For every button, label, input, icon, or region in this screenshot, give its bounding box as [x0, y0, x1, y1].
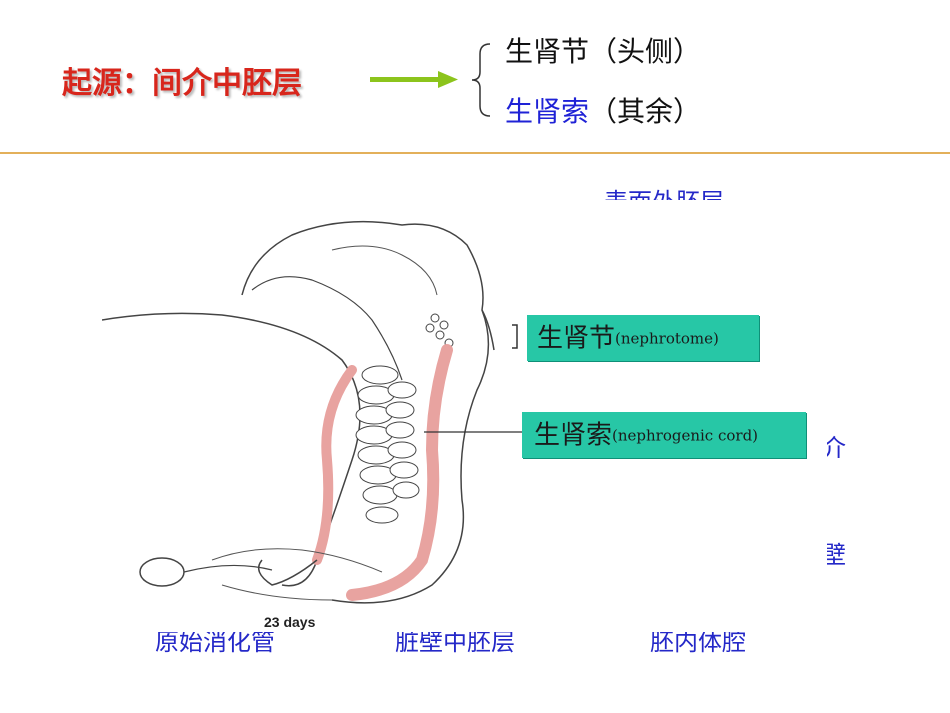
- branch-name: 生肾索: [505, 95, 590, 128]
- nephrotome-label: 生肾节(nephrotome): [527, 315, 759, 361]
- branch-name: 生肾节: [505, 35, 590, 68]
- divider: [0, 152, 950, 154]
- arrow-right-icon: [370, 71, 458, 88]
- origin-title: 起源：间介中胚层: [62, 66, 302, 101]
- branch-nephrotome: 生肾节（头侧）: [505, 30, 701, 70]
- branch-note: （其余）: [589, 95, 702, 128]
- bg-label-splanchnic-mesoderm: 脏壁中胚层: [395, 628, 515, 656]
- nephrogenic-cord-label: 生肾索(nephrogenic cord): [522, 412, 806, 458]
- label-zh: 生肾节: [537, 323, 616, 354]
- brace-icon: [471, 43, 491, 117]
- embryo-illustration: [102, 220, 522, 604]
- label-zh: 生肾索: [534, 420, 613, 451]
- bg-label-primitive-gut: 原始消化管: [155, 628, 275, 656]
- branch-nephrogenic-cord: 生肾索（其余）: [505, 90, 701, 130]
- embryo-figure: 生肾节(nephrotome) 生肾索(nephrogenic cord) 23…: [102, 200, 827, 632]
- label-en: (nephrotome): [615, 329, 719, 348]
- branch-note: （头侧）: [589, 35, 702, 68]
- figure-caption: 23 days: [264, 614, 316, 630]
- bg-label-intraembryonic-coelom: 胚内体腔: [650, 628, 746, 656]
- label-en: (nephrogenic cord): [612, 426, 759, 445]
